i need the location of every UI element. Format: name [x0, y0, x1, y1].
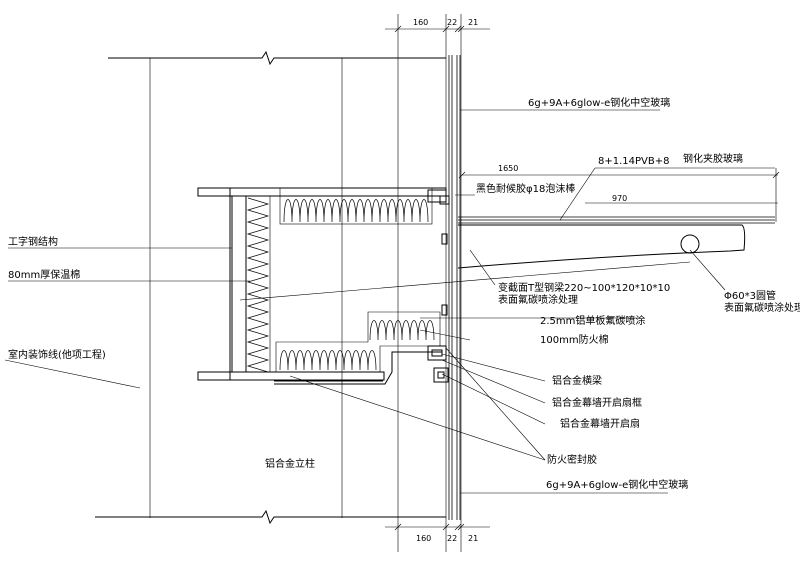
dim-1650: 1650 [498, 164, 518, 173]
curtain-wall-glass [448, 55, 461, 520]
slab-break-lines [95, 50, 446, 525]
label-canopy-glass-spec: 8+1.14PVB+8 [598, 156, 669, 167]
label-ceiling-line: 室内装饰线(他项工程) [8, 348, 106, 361]
label-fire-seal: 防火密封胶 [547, 453, 597, 466]
label-fire-cotton: 100mm防火棉 [540, 333, 609, 346]
label-glass-top: 6g+9A+6glow-e钢化中空玻璃 [528, 96, 670, 109]
label-sealant-rod: 黑色耐候胶φ18泡沫棒 [476, 182, 575, 195]
i-beam [197, 187, 447, 381]
label-glass-bottom: 6g+9A+6glow-e钢化中空玻璃 [546, 478, 688, 491]
dim-970: 970 [612, 194, 627, 203]
dim-top-160: 160 [413, 18, 428, 27]
dim-top-21: 21 [468, 18, 478, 27]
lower-fire-cotton [275, 311, 441, 373]
upper-insulation [279, 187, 433, 225]
canopy-glass [458, 216, 775, 224]
label-aluminum-panel: 2.5mm铝单板氟碳喷涂 [540, 314, 645, 327]
reference-lines [149, 14, 462, 552]
canopy-span-dimension [458, 168, 780, 222]
label-window-frame: 铝合金幕墙开启扇框 [552, 396, 642, 409]
label-round-pipe-finish: 表面氟碳喷涂处理 [724, 301, 800, 314]
leader-lines [4, 109, 775, 494]
dim-bottom-21: 21 [468, 534, 478, 543]
round-pipe [680, 234, 700, 254]
label-al-beam: 铝合金横梁 [552, 374, 602, 387]
bottom-dimension-line [385, 523, 490, 531]
t-beam [457, 224, 746, 269]
label-t-beam-finish: 表面氟碳喷涂处理 [498, 293, 578, 306]
label-window-sash: 铝合金幕墙开启扇 [560, 417, 640, 430]
dim-bottom-160: 160 [416, 534, 431, 543]
label-i-beam: 工字钢结构 [8, 235, 58, 248]
label-round-pipe: Φ60*3圆管 [724, 289, 776, 302]
label-canopy-glass-name: 钢化夹胶玻璃 [683, 152, 743, 165]
dim-top-22: 22 [447, 18, 457, 27]
aluminum-panel [274, 351, 442, 385]
top-dimension-line [385, 25, 490, 33]
insulation-web [245, 195, 271, 373]
label-t-beam: 变截面T型钢梁220~100*120*10*10 [498, 281, 670, 294]
label-al-mullion: 铝合金立柱 [265, 457, 315, 470]
aluminum-profiles [427, 189, 450, 383]
label-insulation: 80mm厚保温棉 [8, 268, 80, 281]
dim-bottom-22: 22 [447, 534, 457, 543]
